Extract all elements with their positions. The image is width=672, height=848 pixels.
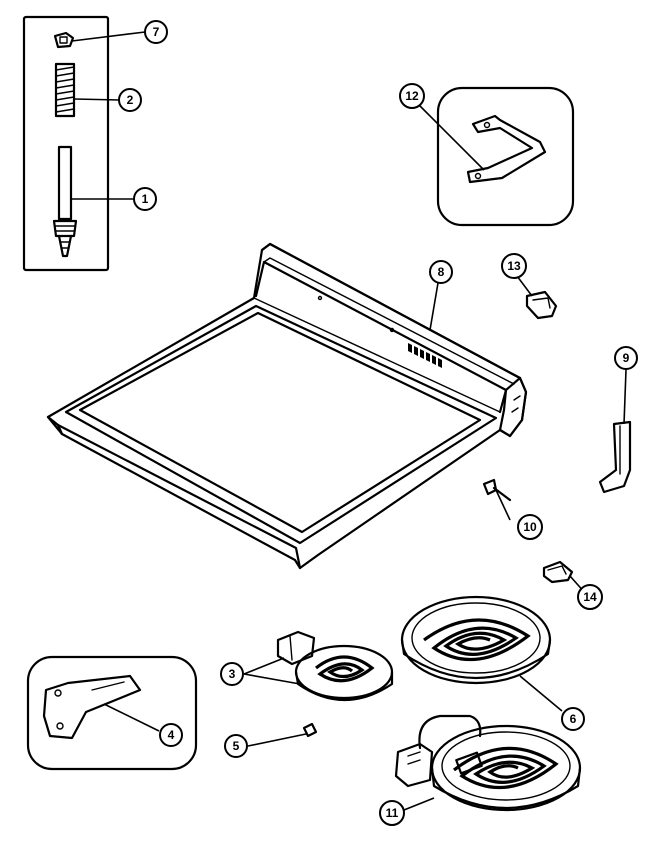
callout-12: 12: [399, 83, 425, 109]
callout-5-label: 5: [233, 739, 240, 753]
callout-5: 5: [224, 734, 248, 758]
callout-4-label: 4: [168, 728, 175, 742]
callout-11-label: 11: [386, 806, 399, 820]
large-element-6-part: [400, 595, 552, 685]
callout-9: 9: [614, 346, 638, 370]
callout-14: 14: [577, 584, 603, 610]
callout-10: 10: [517, 514, 543, 540]
callout-11: 11: [379, 800, 405, 826]
vent-slots: [408, 343, 442, 368]
callout-1-label: 1: [142, 192, 149, 206]
callout-13-label: 13: [507, 259, 521, 273]
clip-13-part: [525, 290, 558, 320]
small-element-3-part: [276, 630, 394, 701]
bracket-inset: [436, 86, 575, 227]
callout-9-label: 9: [623, 351, 630, 365]
callout-6-label: 6: [570, 712, 577, 726]
callout-10-label: 10: [523, 520, 537, 534]
callout-4: 4: [159, 723, 183, 747]
hardware-inset: [22, 15, 110, 272]
leveling-leg-part: [52, 145, 78, 258]
clip-14-part: [542, 560, 574, 584]
callout-13: 13: [501, 253, 527, 279]
callout-7-label: 7: [153, 25, 160, 39]
nut-part: [53, 31, 75, 49]
bracket-4-inset: [26, 655, 198, 771]
callout-14-label: 14: [583, 590, 597, 604]
screw-5-part: [302, 722, 318, 738]
callout-8: 8: [429, 260, 453, 284]
screw-10-part: [482, 478, 512, 502]
callout-12-label: 12: [405, 89, 419, 103]
callout-7: 7: [144, 20, 168, 44]
spring-part: [54, 62, 76, 118]
callout-2-label: 2: [127, 93, 134, 107]
cooktop-main-top: [46, 242, 528, 570]
callout-2: 2: [118, 88, 142, 112]
leader-lines: [71, 31, 627, 811]
callout-1: 1: [133, 187, 157, 211]
callout-6: 6: [561, 707, 585, 731]
element-11-part: [394, 714, 582, 812]
bracket-9-part: [598, 420, 632, 494]
callout-3: 3: [220, 662, 244, 686]
callout-3-label: 3: [229, 667, 236, 681]
callout-8-label: 8: [438, 265, 445, 279]
